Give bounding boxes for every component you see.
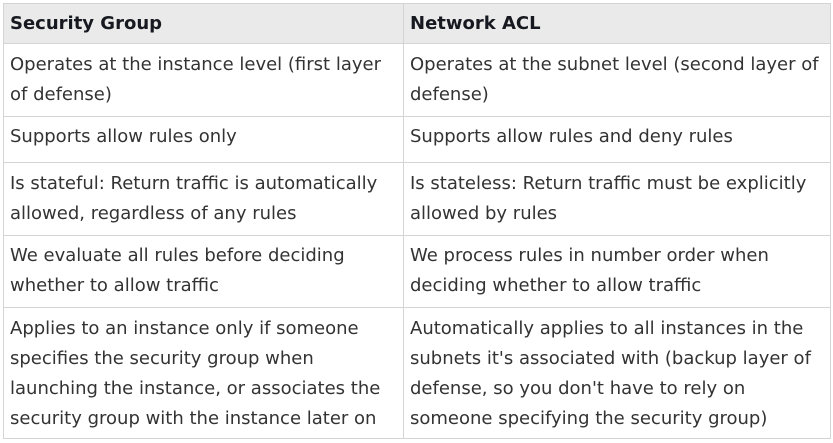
table-cell: We evaluate all rules before deciding wh…: [3, 235, 404, 308]
comparison-table-container: Security Group Network ACL Operates at t…: [3, 3, 831, 439]
table-cell: Is stateful: Return traffic is automatic…: [3, 162, 404, 236]
table-row: Operates at the instance level (first la…: [3, 43, 831, 117]
table-cell: Operates at the subnet level (second lay…: [403, 43, 831, 117]
table-row: We evaluate all rules before deciding wh…: [3, 235, 831, 308]
table-row: Supports allow rules only Supports allow…: [3, 116, 831, 163]
table-cell: Supports allow rules and deny rules: [403, 116, 831, 163]
table-cell: Supports allow rules only: [3, 116, 404, 163]
table-header-row: Security Group Network ACL: [3, 3, 831, 44]
table-row: Applies to an instance only if someone s…: [3, 307, 831, 439]
column-header-security-group: Security Group: [3, 3, 404, 44]
table-cell: Is stateless: Return traffic must be exp…: [403, 162, 831, 236]
table-cell: We process rules in number order when de…: [403, 235, 831, 308]
comparison-table: Security Group Network ACL Operates at t…: [3, 3, 831, 439]
table-row: Is stateful: Return traffic is automatic…: [3, 162, 831, 236]
table-cell: Operates at the instance level (first la…: [3, 43, 404, 117]
column-header-network-acl: Network ACL: [403, 3, 831, 44]
table-cell: Applies to an instance only if someone s…: [3, 307, 404, 439]
table-cell: Automatically applies to all instances i…: [403, 307, 831, 439]
